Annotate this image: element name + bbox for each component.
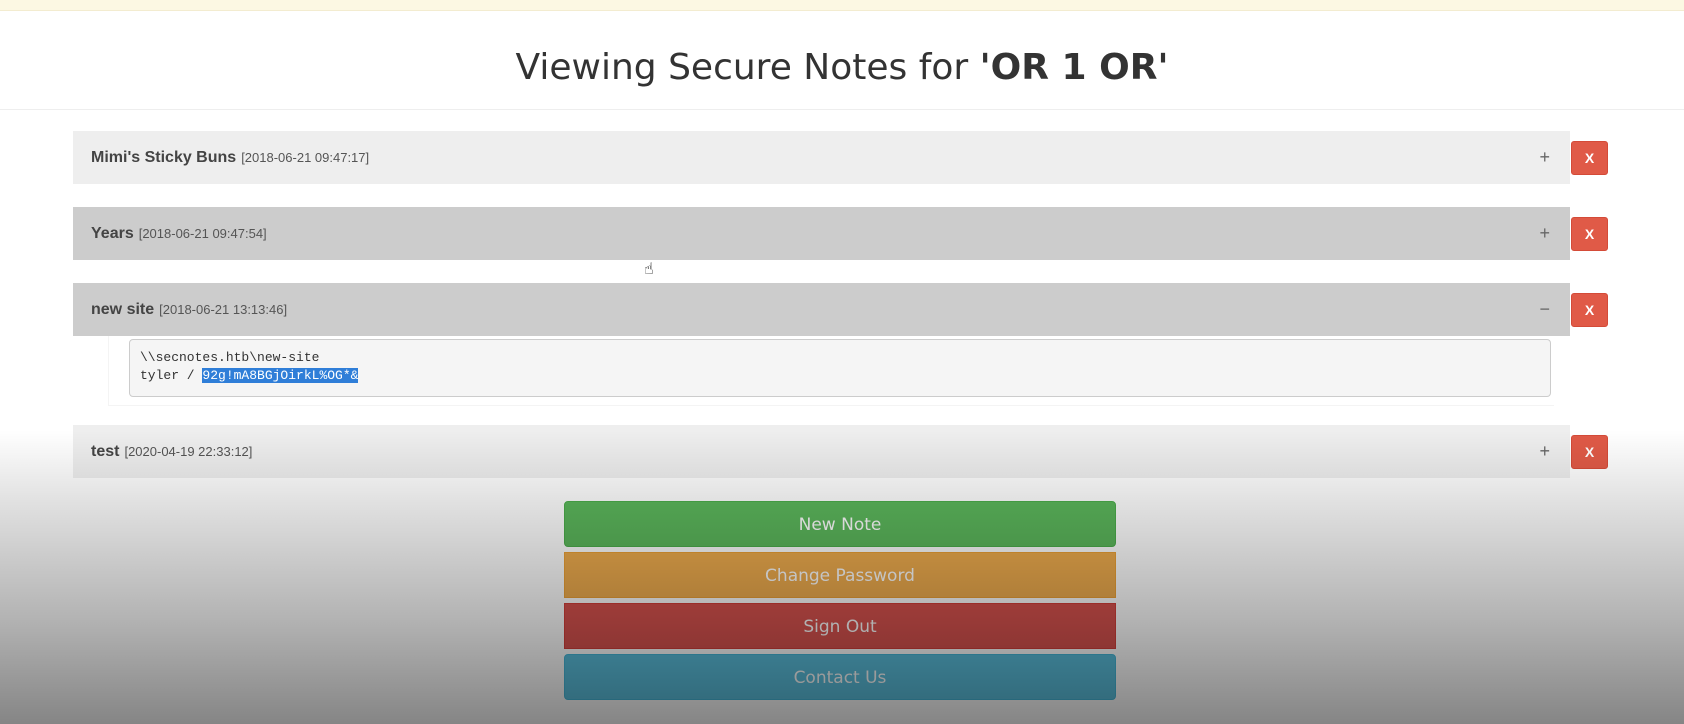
note-timestamp: [2018-06-21 13:13:46] (159, 302, 288, 317)
note-content[interactable]: \\secnotes.htb\new-site tyler / 92g!mA8B… (129, 339, 1551, 397)
note-content-line-1: \\secnotes.htb\new-site (140, 350, 320, 365)
page-title-username: 'OR 1 OR' (979, 47, 1169, 88)
note-title: new site (91, 300, 155, 318)
delete-note-button[interactable]: X (1571, 293, 1608, 327)
collapse-minus-icon[interactable]: − (1539, 299, 1550, 319)
page-title: Viewing Secure Notes for 'OR 1 OR' (0, 10, 1684, 88)
new-note-button[interactable]: New Note (564, 501, 1116, 547)
selected-password-text[interactable]: 92g!mA8BGjOirkL%OG*& (202, 368, 359, 383)
note-header-mimis-sticky-buns[interactable]: Mimi's Sticky Buns [2018-06-21 09:47:17]… (73, 131, 1570, 184)
page-title-prefix: Viewing Secure Notes for (515, 47, 980, 88)
note-content-line-2-prefix: tyler / (140, 368, 203, 383)
contact-us-button[interactable]: Contact Us (564, 654, 1116, 700)
top-alert-bar (0, 0, 1684, 11)
delete-note-button[interactable]: X (1571, 217, 1608, 251)
note-title: test (91, 442, 120, 460)
note-header-years[interactable]: Years [2018-06-21 09:47:54] + (73, 207, 1570, 260)
note-timestamp: [2018-06-21 09:47:17] (241, 150, 370, 165)
note-header-new-site[interactable]: new site [2018-06-21 13:13:46] − (73, 283, 1570, 336)
note-body-panel (108, 336, 1554, 406)
hand-pointer-cursor-icon: ☝ (644, 259, 654, 278)
page-header: Viewing Secure Notes for 'OR 1 OR' (0, 10, 1684, 110)
sign-out-button[interactable]: Sign Out (564, 603, 1116, 649)
note-timestamp: [2020-04-19 22:33:12] (124, 444, 253, 459)
note-header-test[interactable]: test [2020-04-19 22:33:12] + (73, 425, 1570, 478)
expand-plus-icon[interactable]: + (1539, 441, 1550, 461)
change-password-button[interactable]: Change Password (564, 552, 1116, 598)
note-title: Mimi's Sticky Buns (91, 148, 237, 166)
note-item-expanded: new site [2018-06-21 13:13:46] − \\secno… (73, 283, 1570, 408)
note-timestamp: [2018-06-21 09:47:54] (138, 226, 267, 241)
delete-note-button[interactable]: X (1571, 435, 1608, 469)
expand-plus-icon[interactable]: + (1539, 147, 1550, 167)
expand-plus-icon[interactable]: + (1539, 223, 1550, 243)
note-title: Years (91, 224, 134, 242)
delete-note-button[interactable]: X (1571, 141, 1608, 175)
